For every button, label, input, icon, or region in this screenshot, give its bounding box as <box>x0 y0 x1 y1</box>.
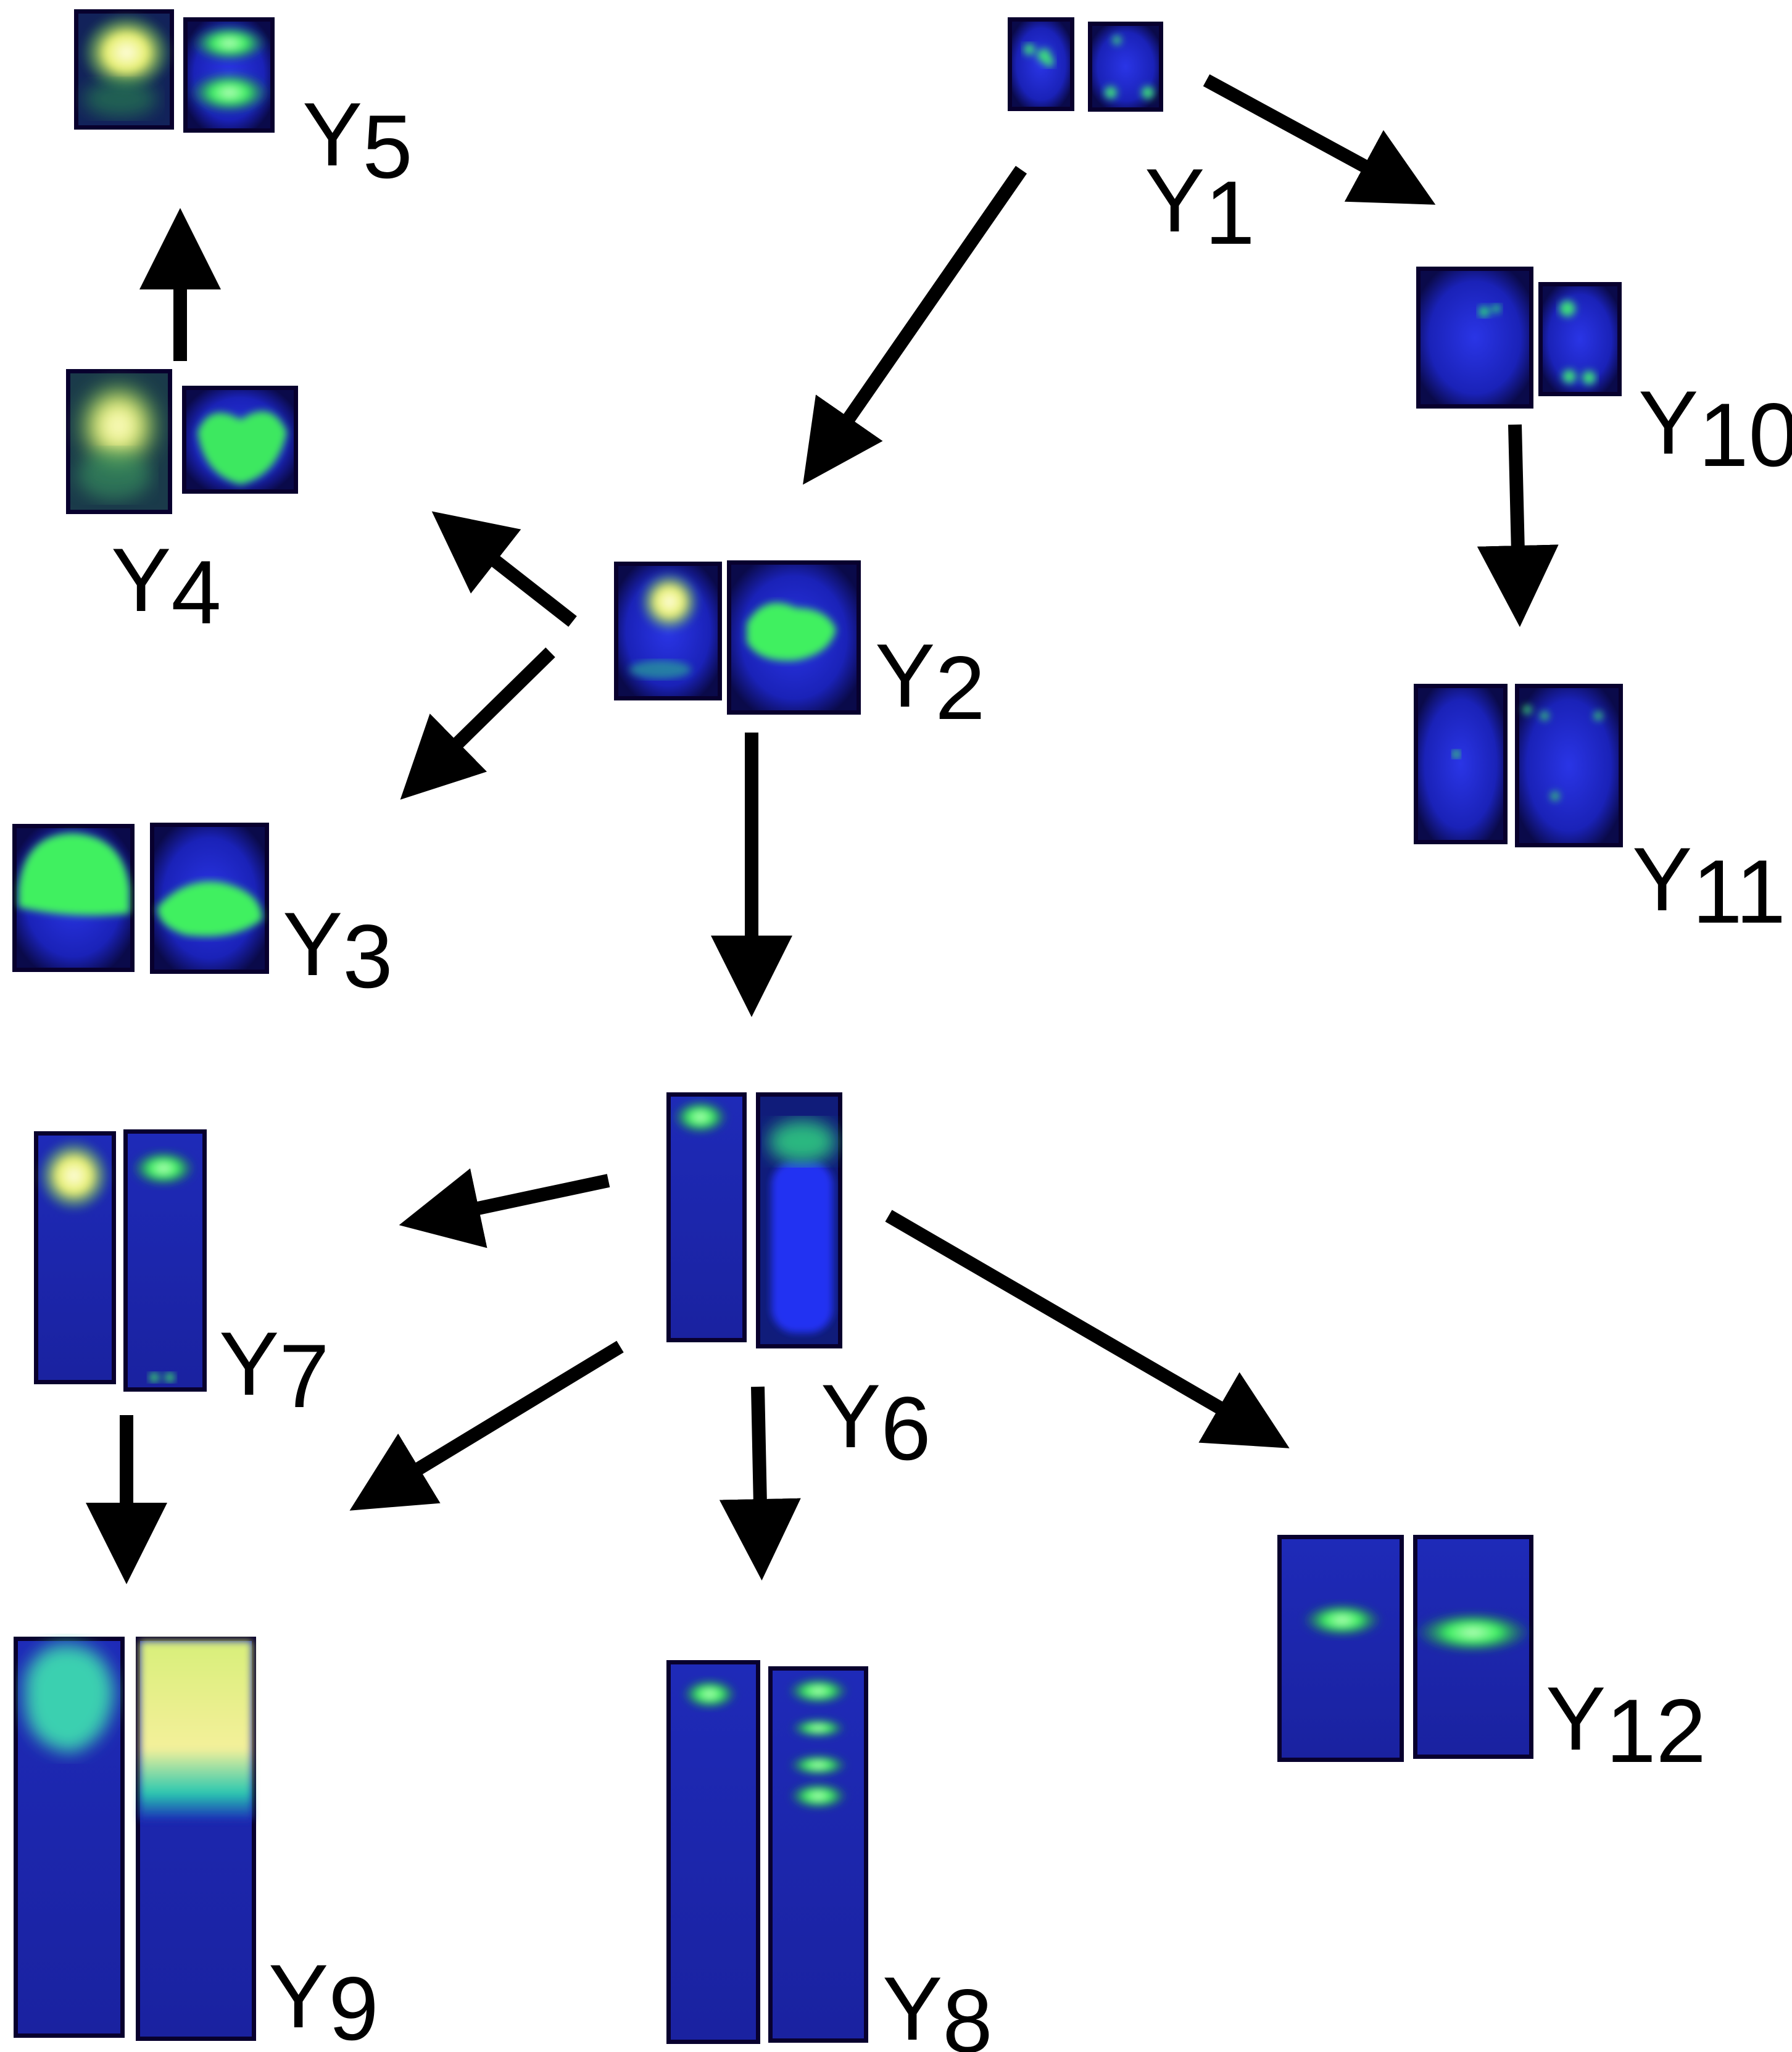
label-y8: Y8 <box>882 1958 993 2052</box>
arrow-y6-to-y9 <box>349 1340 624 1511</box>
cell-pair-y5 <box>74 9 275 133</box>
cell-pair-y8 <box>666 1660 868 2044</box>
cell-pair-y12 <box>1277 1535 1533 1762</box>
label-y4: Y4 <box>111 530 222 642</box>
node-labels: Y1 Y2 Y3 Y4 Y5 Y6 Y7 Y8 Y9 Y10 Y11 Y12 <box>111 84 1792 2052</box>
cell-pair-y6 <box>666 1092 842 1348</box>
arrow-y6-to-y8 <box>719 1386 801 1581</box>
arrow-y1-to-y2 <box>803 165 1027 485</box>
cell-pair-y4 <box>66 369 298 514</box>
label-y3: Y3 <box>283 894 393 1007</box>
label-y12: Y12 <box>1546 1668 1706 1781</box>
label-y10: Y10 <box>1638 372 1792 485</box>
arrows <box>86 74 1559 1584</box>
cell-pair-y10 <box>1416 267 1622 409</box>
arrow-y10-to-y11 <box>1477 424 1559 627</box>
arrow-y1-to-y10 <box>1203 74 1436 205</box>
cell-pair-y9 <box>14 1637 256 2041</box>
cell-pair-y7 <box>34 1129 207 1392</box>
label-y6: Y6 <box>821 1366 931 1479</box>
label-y11: Y11 <box>1632 829 1786 942</box>
arrow-y6-to-y7 <box>399 1168 610 1248</box>
cell-pair-y1 <box>1008 17 1163 112</box>
label-y2: Y2 <box>875 625 985 738</box>
label-y1: Y1 <box>1145 150 1255 263</box>
arrow-y6-to-y12 <box>885 1210 1290 1448</box>
arrow-y2-to-y4 <box>431 511 577 627</box>
cell-pair-y3 <box>12 823 269 974</box>
label-y9: Y9 <box>268 1946 379 2052</box>
label-y5: Y5 <box>302 84 413 197</box>
cell-pair-y2 <box>614 560 861 715</box>
label-y7: Y7 <box>219 1313 330 1426</box>
arrow-y2-to-y3 <box>400 647 555 800</box>
cell-pair-y11 <box>1414 684 1623 847</box>
